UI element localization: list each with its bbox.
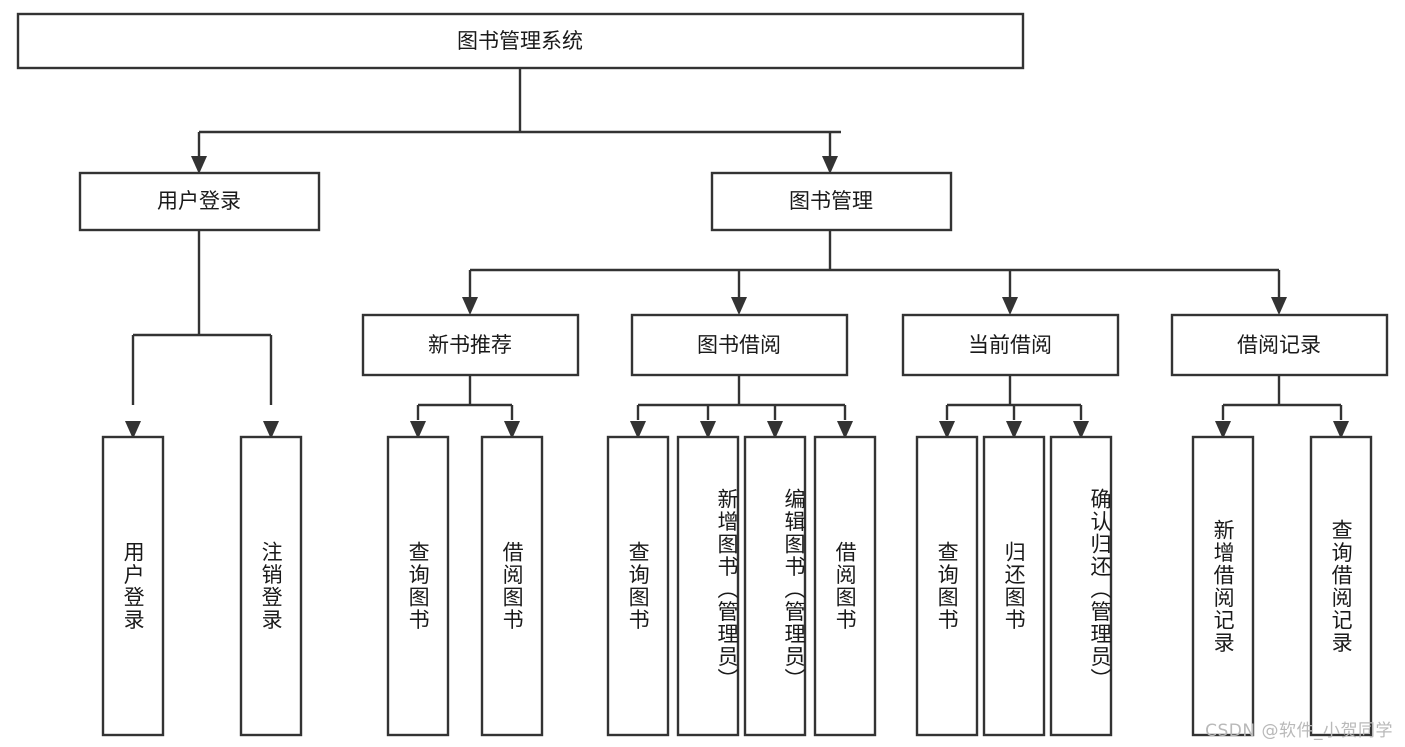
leaf-box-new-book-0[interactable]: [386, 435, 450, 737]
leaf-box-current-borrow-2[interactable]: [1049, 435, 1113, 737]
connector-userlogin-to-leaves: [125, 230, 279, 439]
node-current-borrow[interactable]: 当前借阅: [901, 313, 1120, 377]
leaf-box-book-borrow-2[interactable]: [743, 435, 807, 737]
leaf-box-borrow-record-1[interactable]: [1309, 435, 1373, 737]
node-root[interactable]: 图书管理系统: [16, 12, 1025, 70]
node-book-borrow-label: 图书借阅: [697, 333, 781, 357]
node-user-login-label: 用户登录: [157, 189, 241, 213]
connector-bookborrow-to-leaves: [630, 375, 853, 439]
connector-newbook-to-leaves: [410, 375, 520, 439]
node-user-login[interactable]: 用户登录: [78, 171, 321, 232]
node-new-book-recommend-label: 新书推荐: [428, 333, 512, 357]
connector-bookmgmt-to-level3: [462, 230, 1287, 315]
node-book-borrow[interactable]: 图书借阅: [630, 313, 849, 377]
leaf-box-borrow-record-0[interactable]: [1191, 435, 1255, 737]
leaf-box-book-borrow-3[interactable]: [813, 435, 877, 737]
leaf-box-user-login-1[interactable]: [239, 435, 303, 737]
node-book-management-label: 图书管理: [789, 189, 873, 213]
node-root-label: 图书管理系统: [457, 29, 583, 53]
leaf-box-current-borrow-1[interactable]: [982, 435, 1046, 737]
leaf-box-new-book-1[interactable]: [480, 435, 544, 737]
csdn-watermark: CSDN @软件_小贺同学: [1205, 721, 1393, 741]
leaf-box-book-borrow-0[interactable]: [606, 435, 670, 737]
node-new-book-recommend[interactable]: 新书推荐: [361, 313, 580, 377]
leaf-box-current-borrow-0[interactable]: [915, 435, 979, 737]
node-borrow-record[interactable]: 借阅记录: [1170, 313, 1389, 377]
leaf-box-book-borrow-1[interactable]: [676, 435, 740, 737]
leaf-box-user-login-0[interactable]: [101, 435, 165, 737]
node-current-borrow-label: 当前借阅: [968, 333, 1052, 357]
connector-currentborrow-to-leaves: [939, 375, 1089, 439]
connector-borrowrecord-to-leaves: [1215, 375, 1349, 439]
node-borrow-record-label: 借阅记录: [1237, 333, 1321, 357]
connector-root-to-level2: [191, 68, 841, 174]
node-book-management[interactable]: 图书管理: [710, 171, 953, 232]
